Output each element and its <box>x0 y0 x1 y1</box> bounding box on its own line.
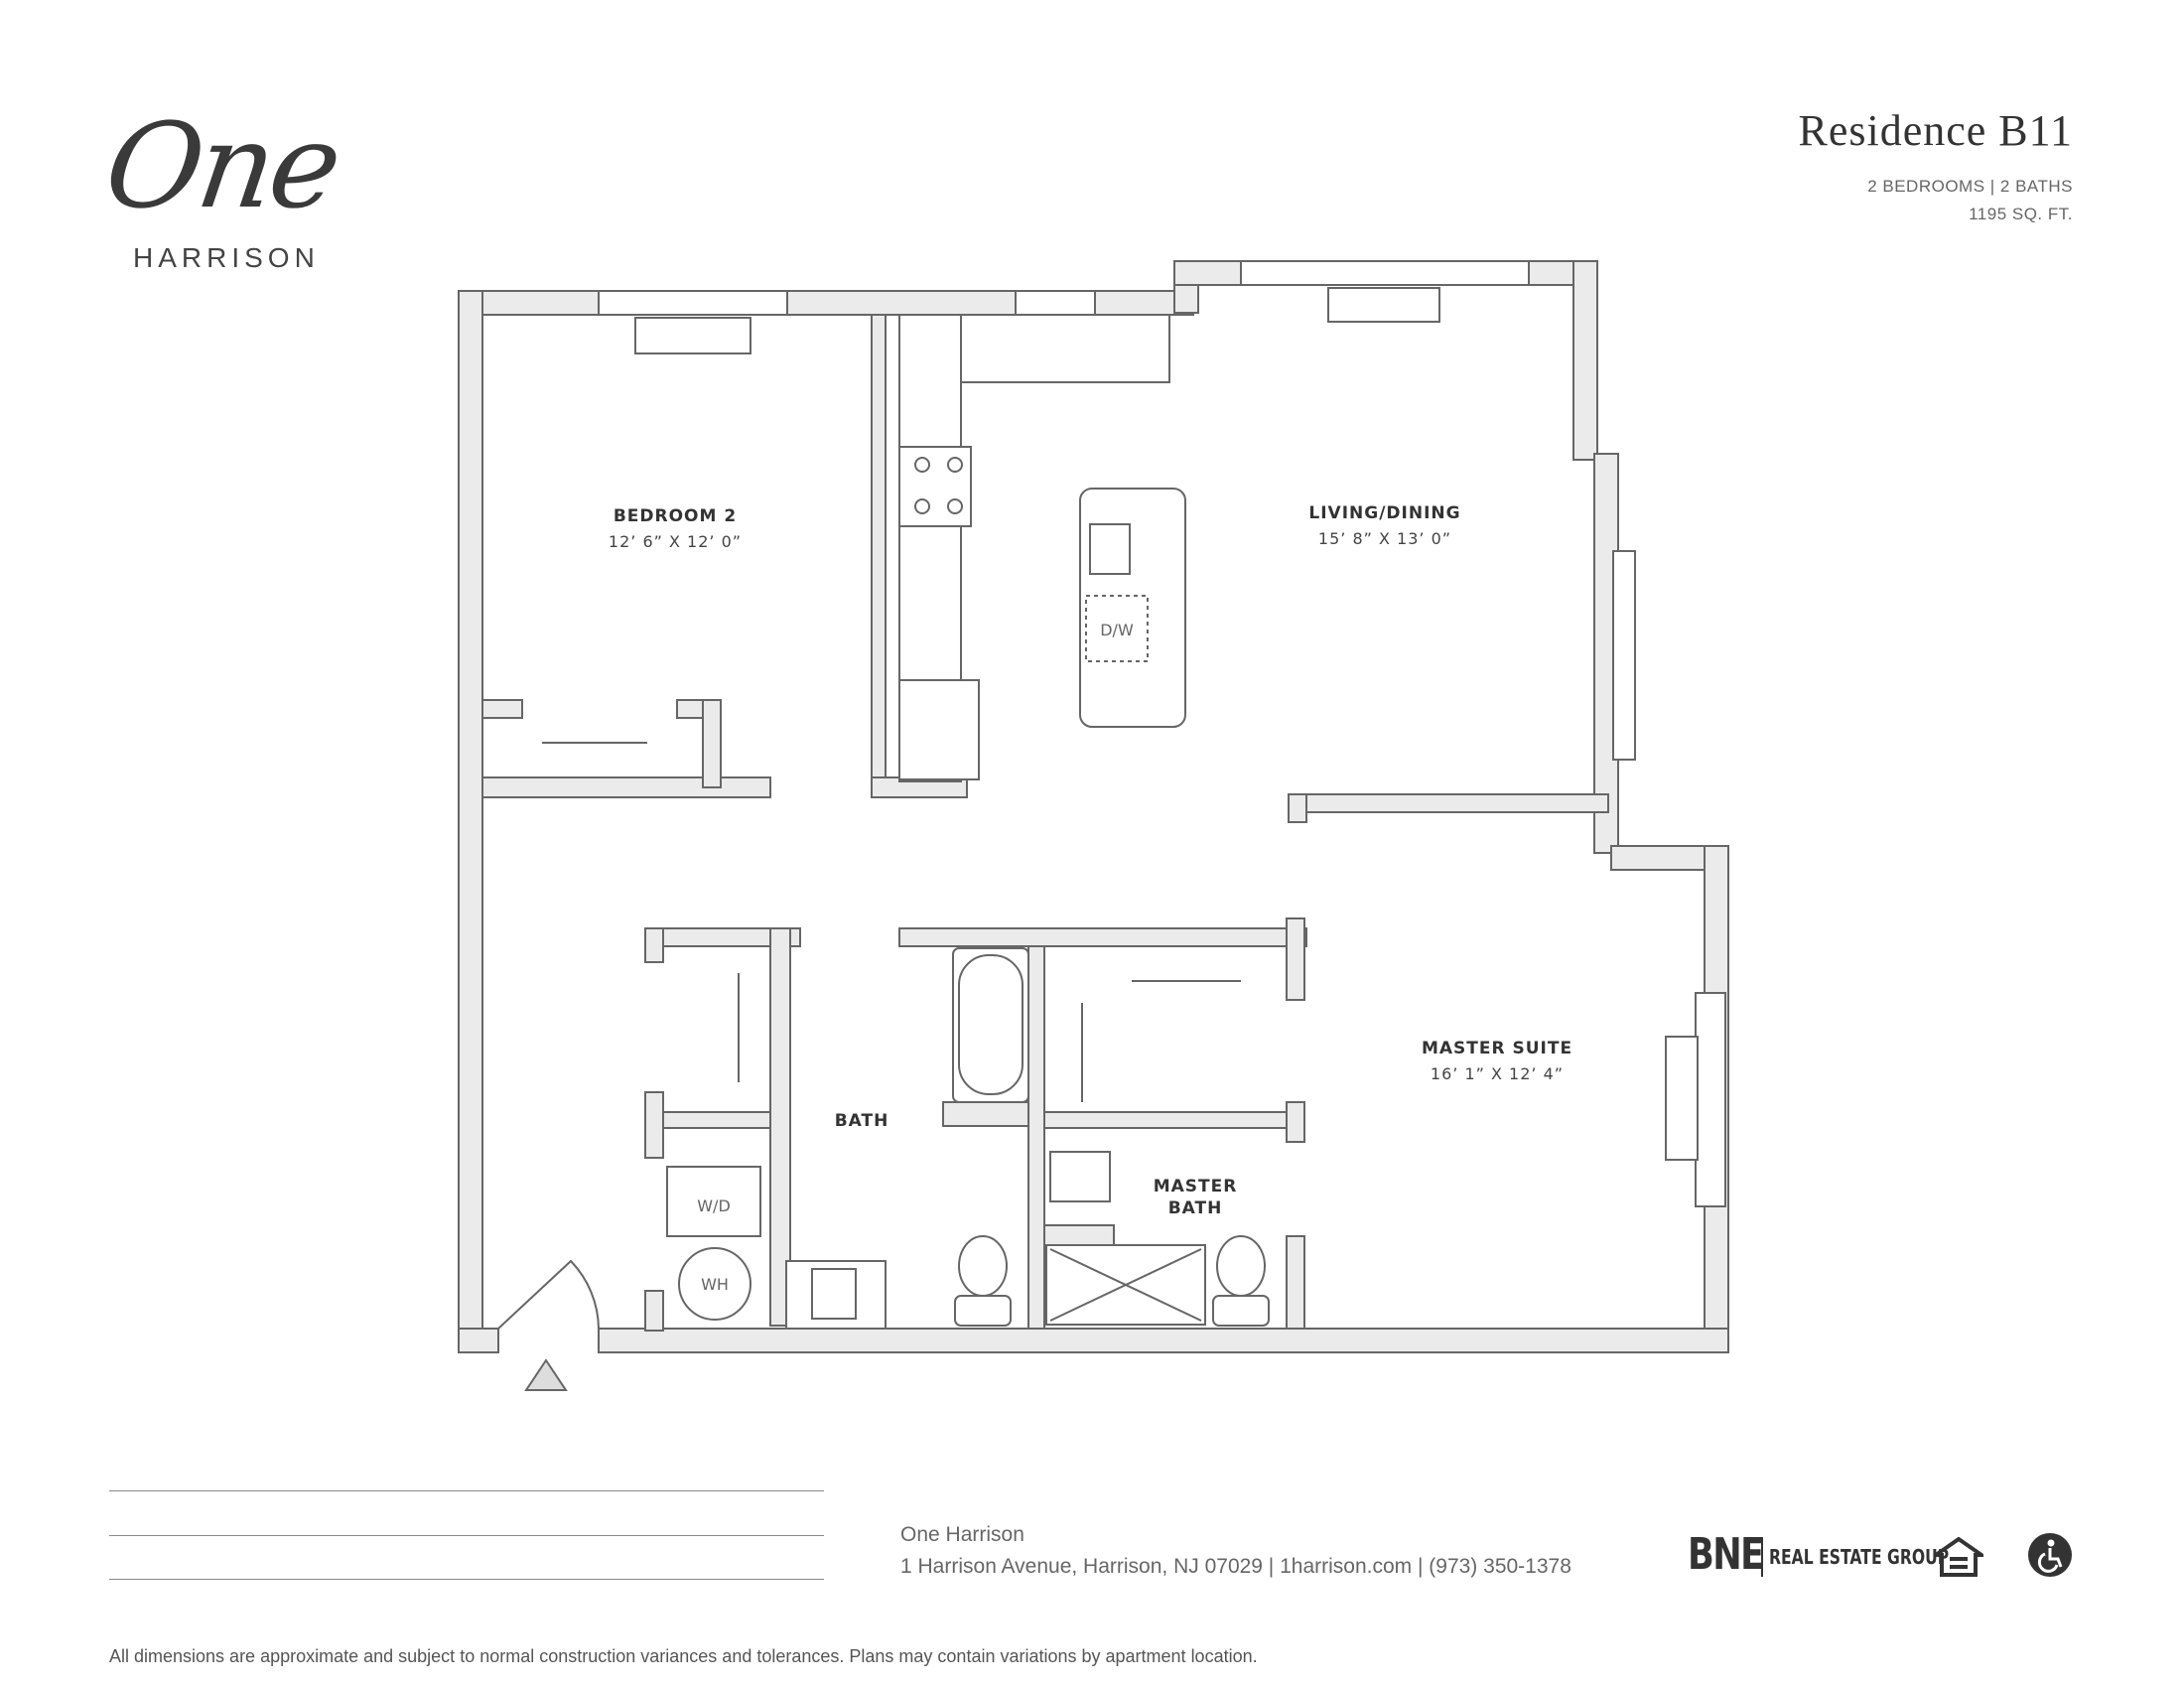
window-kitchen <box>1015 290 1096 316</box>
wall-bedroom-bottom <box>481 776 771 798</box>
bne-subtitle: REAL ESTATE GROUP <box>1769 1545 1950 1569</box>
kitchen-pantry <box>898 679 980 780</box>
toilet-tank <box>954 1295 1012 1327</box>
wall-bath-top <box>898 927 1307 947</box>
bath-label: BATH <box>835 1111 889 1131</box>
washer-dryer <box>666 1166 761 1237</box>
wall-mbath-stub <box>1286 1101 1305 1143</box>
contact-name: One Harrison <box>900 1523 1024 1546</box>
wall-hall-closet-stub <box>644 927 664 963</box>
water-heater <box>678 1247 751 1321</box>
burner <box>914 498 930 514</box>
master-bath-label-2: BATH <box>1168 1198 1223 1218</box>
wall-bedroom-right <box>871 314 887 792</box>
bathtub-inner <box>958 954 1024 1095</box>
window-right <box>1612 550 1636 761</box>
wall-bottom <box>598 1328 1729 1353</box>
entry-door <box>497 1259 600 1330</box>
bne-logo: BNE <box>1688 1529 1764 1580</box>
contact-details: 1 Harrison Avenue, Harrison, NJ 07029 | … <box>900 1555 1571 1578</box>
wall-bath-right <box>1027 945 1045 1330</box>
residence-title: Residence B11 <box>1798 106 2073 155</box>
master-suite-dims: 16’ 1” X 12’ 4” <box>1431 1064 1564 1083</box>
logo-subtitle: HARRISON <box>133 242 320 273</box>
burner <box>947 498 963 514</box>
master-toilet <box>1216 1235 1266 1297</box>
wall-tub-bottom <box>942 1101 1029 1127</box>
living-dims: 15’ 8” X 13’ 0” <box>1318 529 1451 548</box>
wall-bedroom-closet-rv <box>702 699 722 788</box>
wall-right-upper <box>1572 260 1598 461</box>
wall-laundry-stub <box>644 1290 664 1332</box>
signature-line <box>109 1535 824 1536</box>
window-bedroom-sill <box>634 317 751 354</box>
window-living-sill <box>1327 287 1440 323</box>
island-sink <box>1089 523 1131 575</box>
master-suite-label: MASTER SUITE <box>1422 1039 1572 1058</box>
window-master-sill <box>1665 1036 1699 1161</box>
signature-line <box>109 1490 824 1491</box>
wall-left <box>458 290 483 1353</box>
water-heater-label: WH <box>701 1275 729 1294</box>
wheelchair-icon <box>2028 1533 2072 1577</box>
washer-dryer-label: W/D <box>697 1196 731 1215</box>
residence-info: 2 BEDROOMS | 2 BATHS 1195 SQ. FT. <box>1867 173 2073 228</box>
living-label: LIVING/DINING <box>1308 503 1460 523</box>
wall-bottom-left <box>458 1328 499 1353</box>
equal-housing-icon <box>1934 1537 1983 1577</box>
bedroom2-label: BEDROOM 2 <box>614 506 737 526</box>
dishwasher <box>1085 595 1149 662</box>
window-bedroom <box>598 290 788 316</box>
residence-bed-bath: 2 BEDROOMS | 2 BATHS <box>1867 177 2073 196</box>
window-living <box>1240 260 1530 286</box>
burner <box>914 457 930 473</box>
kitchen-counter-top <box>960 314 1170 383</box>
wall-mbath-top <box>1043 1111 1305 1129</box>
wall-mbath-shelf <box>1043 1224 1115 1246</box>
master-bath-label-1: MASTER <box>1154 1177 1238 1196</box>
entry-arrow <box>524 1358 568 1391</box>
burner <box>947 457 963 473</box>
disclaimer: All dimensions are approximate and subje… <box>109 1646 1258 1666</box>
wall-hall-closet-stub2 <box>644 1091 664 1159</box>
wall-living-master <box>1288 793 1609 813</box>
bne-separator <box>1761 1537 1763 1577</box>
wall-living-master-stub <box>1288 793 1307 823</box>
master-vanity <box>1049 1151 1111 1202</box>
dishwasher-label: D/W <box>1100 621 1134 639</box>
window-master <box>1695 992 1726 1207</box>
bath-sink <box>811 1268 857 1320</box>
wall-bedroom-closet-l <box>481 699 523 719</box>
wall-hall-closet-mid <box>662 1111 771 1129</box>
signature-line <box>109 1579 824 1580</box>
wall-bath-top-stub <box>1286 917 1305 1001</box>
residence-area: 1195 SQ. FT. <box>1969 205 2073 223</box>
shower-diag <box>1049 1248 1202 1322</box>
wall-mbath-right <box>1286 1235 1305 1330</box>
master-toilet-tank <box>1212 1295 1270 1327</box>
toilet <box>958 1235 1008 1297</box>
bedroom2-dims: 12’ 6” X 12’ 0” <box>609 532 742 551</box>
